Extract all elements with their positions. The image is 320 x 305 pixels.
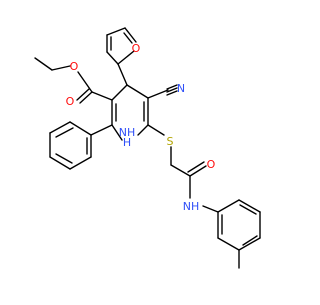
atom-ester-o-double: O [66,95,75,108]
bond-cn-triple-2 [166,87,178,93]
atom-sulfur: S [167,135,174,148]
bond-ch2-c [170,164,191,177]
bond-c6-s [147,124,165,136]
bond-ar-dbl-3 [239,204,257,215]
structure-canvas: O O O N NH H S O NH [34,27,261,269]
bond-ar-2 [217,237,240,251]
bond-cn-triple-1 [166,84,178,90]
bond-ar-dbl-2 [242,235,258,246]
bond-c5-cn [147,89,169,99]
bond-ester-co-1 [79,91,93,104]
bond-ring-2 [126,84,149,99]
bond-ring-phenyl [90,124,113,136]
bond-ar-5 [238,199,261,213]
atom-ring-h: H [123,136,131,149]
bond-furan-4-double [123,32,133,44]
bond-ring-5 [111,124,123,141]
bond-furan-5 [117,50,135,65]
bond-ester-c-ring [91,91,113,101]
bond-amide-co-1 [189,165,207,177]
bond-furan-1 [106,51,119,65]
bond-ph-4 [49,156,71,170]
bond-cn-triple-3 [166,90,178,96]
bond-ar-3 [238,237,261,251]
bond-ester-co-2 [76,88,90,101]
bond-ph-2 [49,121,71,134]
atom-ester-o-single: O [70,60,79,73]
atom-ring-nh: NH [119,126,136,139]
bond-ph-1 [69,121,92,136]
bond-ethyl-2 [51,65,71,71]
bond-ph-dbl-2 [55,153,73,164]
bond-ring-4 [137,124,149,136]
atom-furan-o: O [132,42,141,55]
bond-furan-4 [124,27,137,43]
bond-ph-5 [69,156,92,170]
bond-ethyl-1 [34,57,53,71]
bond-ester-o-c [77,71,93,93]
atom-labels: O O O N NH H S O NH [66,42,216,213]
bond-amide-co-2 [187,161,205,173]
bond-c4-furan [117,63,128,86]
bond-ar-6 [217,199,240,213]
atom-amide-nh: NH [183,200,200,213]
bond-furan-3 [106,27,126,36]
molecule-diagram: O O O N NH H S O NH [34,27,261,269]
bond-ring-1 [111,84,128,101]
atom-amide-o: O [207,158,216,171]
bond-nh-aryl [202,205,219,213]
bonds [34,27,261,269]
atom-cyano-n: N [177,82,185,95]
bond-ph-dbl-1 [55,127,74,138]
